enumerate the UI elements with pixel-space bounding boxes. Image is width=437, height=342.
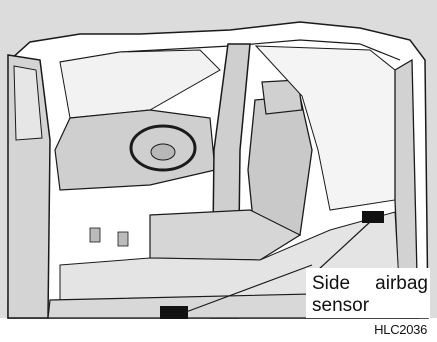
label-word-side: Side (312, 273, 350, 295)
label-line-1: Side airbag (312, 273, 428, 295)
rear-side-airbag-sensor (362, 211, 384, 223)
front-side-airbag-sensor (160, 306, 188, 319)
pedal-right (118, 232, 128, 246)
pedal-left (90, 228, 100, 242)
steering-hub (151, 144, 175, 160)
side-airbag-sensor-label: Side airbag sensor (312, 273, 428, 317)
label-word-airbag: airbag (375, 273, 428, 295)
figure-code: HLC2036 (374, 322, 427, 337)
label-word-sensor: sensor (312, 295, 428, 317)
